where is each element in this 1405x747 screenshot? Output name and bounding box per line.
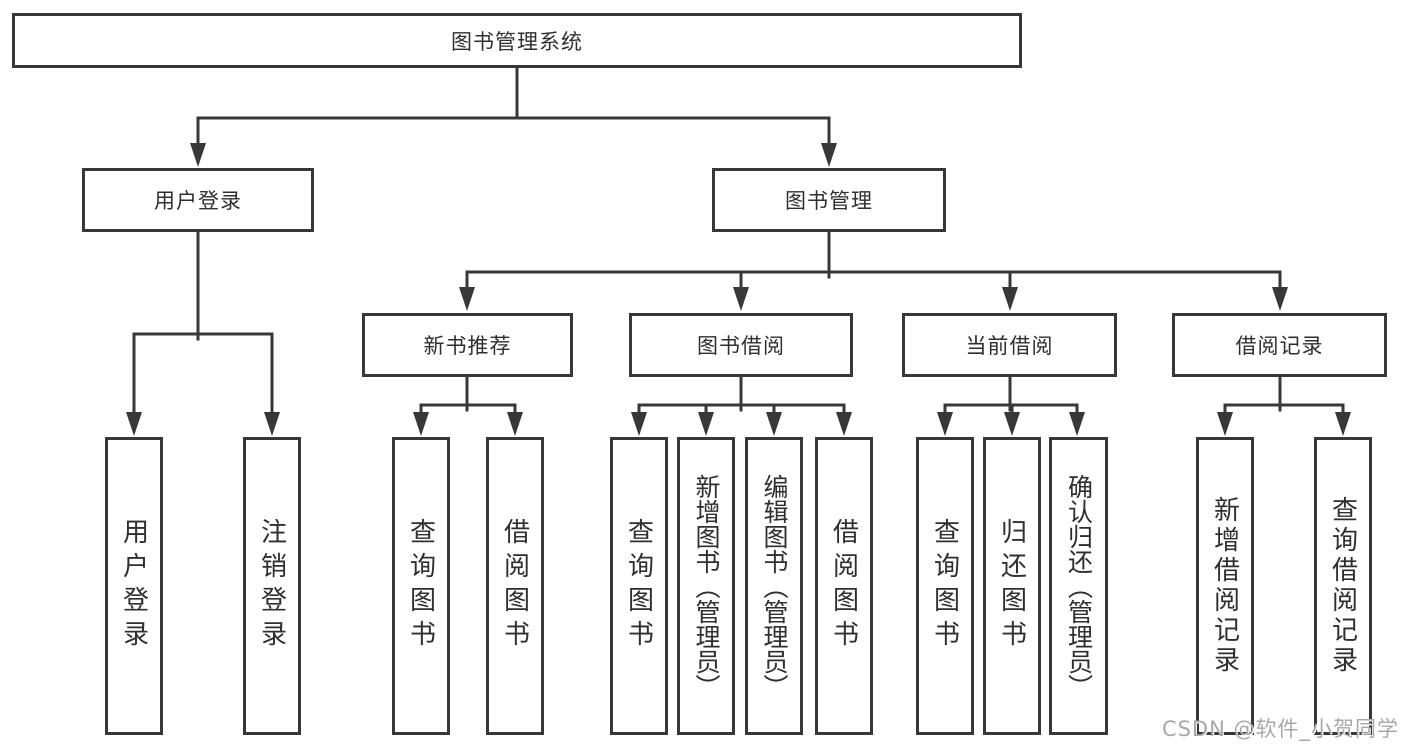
leaf-edit-books-admin-label: 编辑图书（管理员） <box>760 473 789 699</box>
leaf-confirm-return-admin-label: 确认归还（管理员） <box>1064 473 1094 699</box>
leaf-borrow-books-recommend: 借阅图书 <box>486 437 544 735</box>
node-new-book-recommendation-label: 新书推荐 <box>423 334 512 358</box>
leaf-query-books-recommend-label: 查询图书 <box>405 518 436 654</box>
leaf-query-borrow-record: 查询借阅记录 <box>1314 437 1372 735</box>
leaf-borrow-books-borrowing: 借阅图书 <box>815 437 873 735</box>
node-current-borrowing-label: 当前借阅 <box>965 334 1054 358</box>
node-borrowing-records-label: 借阅记录 <box>1235 334 1324 358</box>
leaf-add-books-admin-label: 新增图书（管理员） <box>692 473 721 699</box>
leaf-logout-label: 注销登录 <box>256 518 287 654</box>
leaf-return-books: 归还图书 <box>983 437 1041 735</box>
node-book-borrowing-label: 图书借阅 <box>697 334 785 358</box>
leaf-user-login-label: 用户登录 <box>118 518 149 654</box>
leaf-add-borrow-record: 新增借阅记录 <box>1196 437 1254 735</box>
node-new-book-recommendation: 新书推荐 <box>362 313 573 377</box>
node-book-management: 图书管理 <box>712 168 946 232</box>
leaf-query-borrow-record-label: 查询借阅记录 <box>1327 496 1358 676</box>
leaf-user-login: 用户登录 <box>105 437 163 735</box>
node-current-borrowing: 当前借阅 <box>902 313 1117 377</box>
node-user-login: 用户登录 <box>82 168 314 232</box>
node-library-system: 图书管理系统 <box>12 13 1022 68</box>
leaf-add-borrow-record-label: 新增借阅记录 <box>1209 496 1240 676</box>
leaf-logout: 注销登录 <box>243 437 301 735</box>
leaf-query-books-current: 查询图书 <box>916 437 974 735</box>
node-user-login-label: 用户登录 <box>154 189 242 213</box>
leaf-query-books-borrowing: 查询图书 <box>610 437 668 735</box>
watermark: CSDN @软件_小贺同学 <box>1161 717 1399 741</box>
node-borrowing-records: 借阅记录 <box>1172 313 1387 377</box>
leaf-edit-books-admin: 编辑图书（管理员） <box>745 437 803 735</box>
leaf-borrow-books-recommend-label: 借阅图书 <box>499 518 530 654</box>
leaf-borrow-books-borrowing-label: 借阅图书 <box>828 518 859 654</box>
leaf-query-books-borrowing-label: 查询图书 <box>623 518 654 654</box>
leaf-confirm-return-admin: 确认归还（管理员） <box>1049 437 1108 735</box>
node-book-management-label: 图书管理 <box>785 189 873 213</box>
node-book-borrowing: 图书借阅 <box>629 313 853 377</box>
leaf-query-books-recommend: 查询图书 <box>392 437 450 735</box>
leaf-add-books-admin: 新增图书（管理员） <box>677 437 735 735</box>
leaf-return-books-label: 归还图书 <box>996 518 1027 654</box>
leaf-query-books-current-label: 查询图书 <box>929 518 960 654</box>
node-library-system-label: 图书管理系统 <box>451 29 583 54</box>
